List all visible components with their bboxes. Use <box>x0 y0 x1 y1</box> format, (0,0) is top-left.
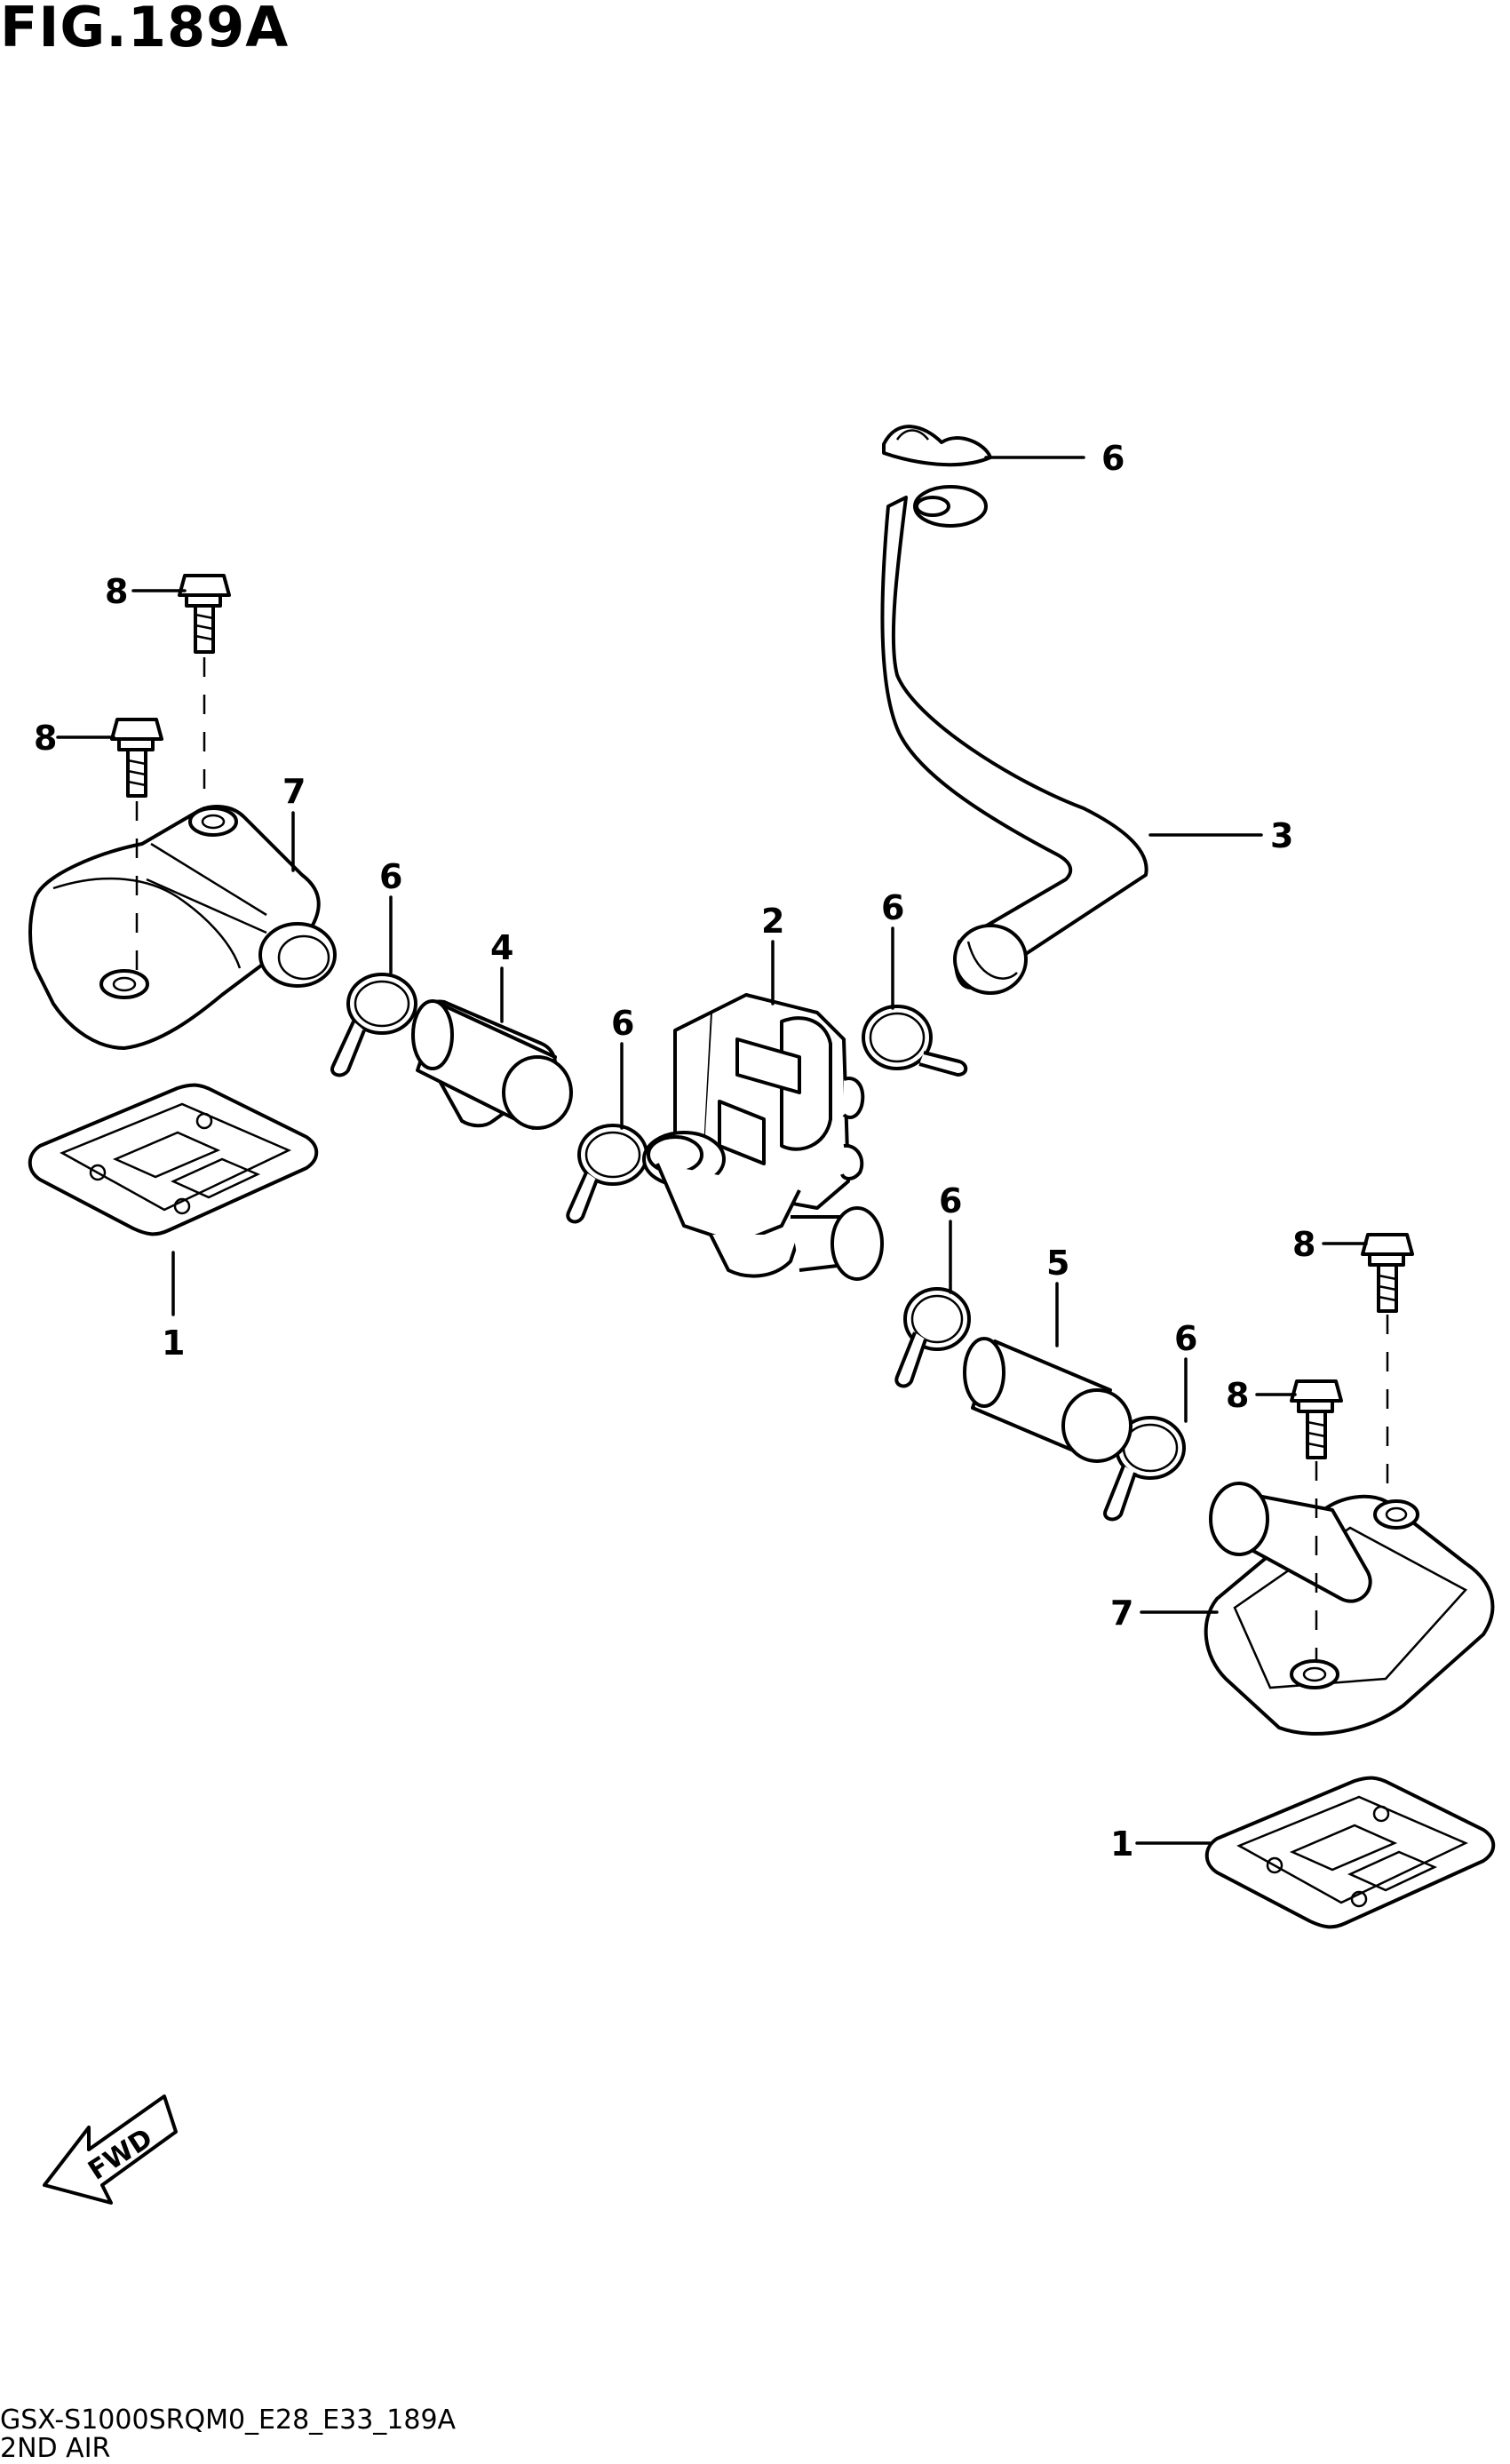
callout-6-d: 6 <box>939 1181 962 1220</box>
leader-lines <box>56 456 1368 1845</box>
part-clamp-e <box>1103 1416 1186 1522</box>
part-cover-7-right <box>1204 1482 1495 1736</box>
callout-8-d: 8 <box>1226 1376 1249 1415</box>
part-cover-7-left <box>28 805 337 1050</box>
callout-8-c: 8 <box>1292 1225 1315 1264</box>
callout-6-e: 6 <box>1174 1319 1197 1358</box>
part-clamp-d <box>894 1287 971 1388</box>
callout-6-a: 6 <box>379 857 402 896</box>
part-hose-4 <box>411 999 573 1130</box>
part-hose-5 <box>963 1337 1132 1463</box>
callout-1-left: 1 <box>162 1323 185 1363</box>
callout-4: 4 <box>490 928 513 967</box>
callout-6-top: 6 <box>1101 439 1125 478</box>
part-reed-plate-1-left <box>28 1083 319 1236</box>
diagram-code: GSX-S1000SRQM0_E28_E33_189A <box>0 2404 457 2436</box>
part-clamp-top <box>882 425 992 467</box>
callout-6-b: 6 <box>881 888 904 927</box>
part-clamp-b <box>862 1005 968 1077</box>
part-valve-2 <box>642 993 884 1281</box>
part-bolt-8-c <box>1361 1233 1414 1313</box>
part-bolt-8-a <box>178 574 231 654</box>
part-clamp-a <box>330 973 417 1077</box>
callout-3: 3 <box>1270 816 1293 855</box>
callout-1-right: 1 <box>1110 1824 1133 1864</box>
fwd-arrow-icon: FWD <box>43 2094 178 2205</box>
callout-8-b: 8 <box>34 719 57 758</box>
callout-7-right: 7 <box>1110 1594 1133 1633</box>
diagram-caption: 2ND AIR <box>0 2433 111 2464</box>
callout-5: 5 <box>1046 1244 1069 1283</box>
part-bolt-8-b <box>110 718 163 798</box>
part-clamp-c <box>566 1124 648 1224</box>
callout-7-left: 7 <box>282 772 306 811</box>
callout-6-c: 6 <box>611 1004 634 1043</box>
callout-8-a: 8 <box>105 572 128 611</box>
part-reed-plate-1-right <box>1204 1776 1496 1929</box>
callout-2: 2 <box>761 902 784 941</box>
part-bolt-8-d <box>1290 1379 1343 1459</box>
part-hose-3 <box>880 485 1148 995</box>
figure-title: FIG.189A <box>0 0 290 60</box>
